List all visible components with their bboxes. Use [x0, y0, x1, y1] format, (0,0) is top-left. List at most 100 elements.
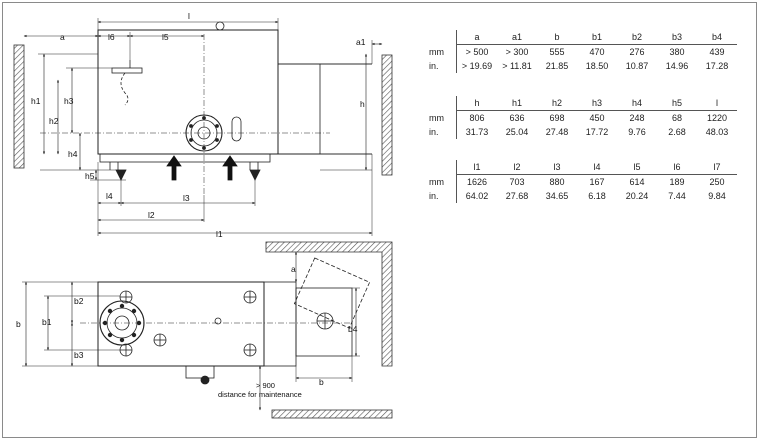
dimension-table-3: l1 l2 l3 l4 l5 l6 l7 mm 1626 703 880 167… — [428, 160, 737, 203]
header-l6: l6 — [657, 160, 697, 175]
label-b4: b4 — [348, 324, 358, 334]
header-h1: h1 — [497, 96, 537, 111]
header-h3: h3 — [577, 96, 617, 111]
header-a: a — [456, 30, 497, 45]
pump-body — [97, 29, 279, 155]
label-b3: b3 — [74, 350, 84, 360]
table-cell: 34.65 — [545, 191, 569, 201]
table-cell: 68 — [671, 113, 682, 123]
dimension-table-2: h h1 h2 h3 h4 h5 l mm 806 636 698 450 24… — [428, 96, 737, 139]
table-cell: 806 — [469, 113, 485, 123]
header-h4: h4 — [617, 96, 657, 111]
table-cell: 276 — [629, 47, 645, 57]
label-h5: h5 — [85, 171, 95, 181]
label-l5: l5 — [162, 32, 169, 42]
table-cell: 555 — [549, 47, 565, 57]
table-cell: 636 — [509, 113, 525, 123]
table-header-row: l1 l2 l3 l4 l5 l6 l7 — [428, 160, 737, 175]
table-row: mm 1626 703 880 167 614 189 250 — [428, 174, 737, 189]
table-cell: 614 — [629, 177, 645, 187]
top-view-body — [97, 281, 265, 367]
table-cell: 17.28 — [705, 61, 729, 71]
table-cell: 470 — [589, 47, 605, 57]
table-cell: > 300 — [505, 47, 529, 57]
header-b2: b2 — [617, 30, 657, 45]
table-row: in. > 19.69 > 11.81 21.85 18.50 10.87 14… — [428, 59, 737, 73]
table-header-row: a a1 b b1 b2 b3 b4 — [428, 30, 737, 45]
table-cell: 880 — [549, 177, 565, 187]
table-cell: 439 — [709, 47, 725, 57]
label-b-small: b — [319, 377, 324, 387]
header-b: b — [537, 30, 577, 45]
label-a-top: a — [291, 264, 296, 274]
table-cell: 17.72 — [585, 127, 609, 137]
top-view — [22, 241, 393, 419]
table-cell: 18.50 — [585, 61, 609, 71]
table-cell: 64.02 — [465, 191, 489, 201]
unit-label: in. — [428, 125, 457, 139]
table-cell: > 500 — [465, 47, 489, 57]
right-wall — [381, 54, 393, 176]
unit-label: in. — [428, 189, 457, 203]
table-cell: 250 — [709, 177, 725, 187]
left-wall — [13, 44, 25, 169]
table-cell: 27.48 — [545, 127, 569, 137]
table-cell: 48.03 — [705, 127, 729, 137]
header-l4: l4 — [577, 160, 617, 175]
table-cell: 1220 — [706, 113, 728, 123]
header-l2: l2 — [497, 160, 537, 175]
label-a1: a1 — [356, 37, 366, 47]
table-cell: 7.44 — [668, 191, 686, 201]
unit-label: mm — [428, 174, 457, 189]
side-view — [13, 18, 393, 236]
table-cell: 2.68 — [668, 127, 686, 137]
header-l3: l3 — [537, 160, 577, 175]
header-l5: l5 — [617, 160, 657, 175]
unit-label: mm — [428, 44, 457, 59]
table-cell: 380 — [669, 47, 685, 57]
label-l1: l1 — [216, 229, 223, 239]
header-b4: b4 — [697, 30, 737, 45]
label-b2: b2 — [74, 296, 84, 306]
table-header-row: h h1 h2 h3 h4 h5 l — [428, 96, 737, 111]
bottom-wall — [271, 409, 393, 419]
table-cell: 31.73 — [465, 127, 489, 137]
table-cell: 450 — [589, 113, 605, 123]
clearance-value: > 900 — [256, 381, 275, 390]
label-h3: h3 — [64, 96, 74, 106]
table-cell: 189 — [669, 177, 685, 187]
label-l6: l6 — [108, 32, 115, 42]
header-l: l — [697, 96, 737, 111]
top-right-wall — [265, 241, 393, 367]
top-view-labels: b b2 b1 b3 b4 a b > 900 distance for mai… — [16, 264, 358, 399]
header-l7: l7 — [697, 160, 737, 175]
table-cell: 6.18 — [588, 191, 606, 201]
table-cell: 167 — [589, 177, 605, 187]
table-row: in. 31.73 25.04 27.48 17.72 9.76 2.68 48… — [428, 125, 737, 139]
table-row: mm 806 636 698 450 248 68 1220 — [428, 110, 737, 125]
table-cell: 1626 — [466, 177, 488, 187]
header-b3: b3 — [657, 30, 697, 45]
table-cell: 9.76 — [628, 127, 646, 137]
table-cell: 703 — [509, 177, 525, 187]
table-cell: 20.24 — [625, 191, 649, 201]
label-l3: l3 — [183, 193, 190, 203]
table-cell: 698 — [549, 113, 565, 123]
table-cell: 21.85 — [545, 61, 569, 71]
header-a1: a1 — [497, 30, 537, 45]
label-b: b — [16, 319, 21, 329]
header-h: h — [456, 96, 497, 111]
unit-label: in. — [428, 59, 457, 73]
unit-label: mm — [428, 110, 457, 125]
table-cell: 248 — [629, 113, 645, 123]
side-view-labels: l a l6 l5 a1 h1 h3 h2 h4 h h5 l4 l3 l2 l… — [31, 11, 366, 239]
label-h2: h2 — [49, 116, 59, 126]
header-l1: l1 — [456, 160, 497, 175]
drawing-frame — [2, 2, 757, 438]
clearance-note: distance for maintenance — [218, 390, 302, 399]
label-h: h — [360, 99, 365, 109]
header-h2: h2 — [537, 96, 577, 111]
label-h1: h1 — [31, 96, 41, 106]
table-cell: > 11.81 — [502, 61, 532, 71]
